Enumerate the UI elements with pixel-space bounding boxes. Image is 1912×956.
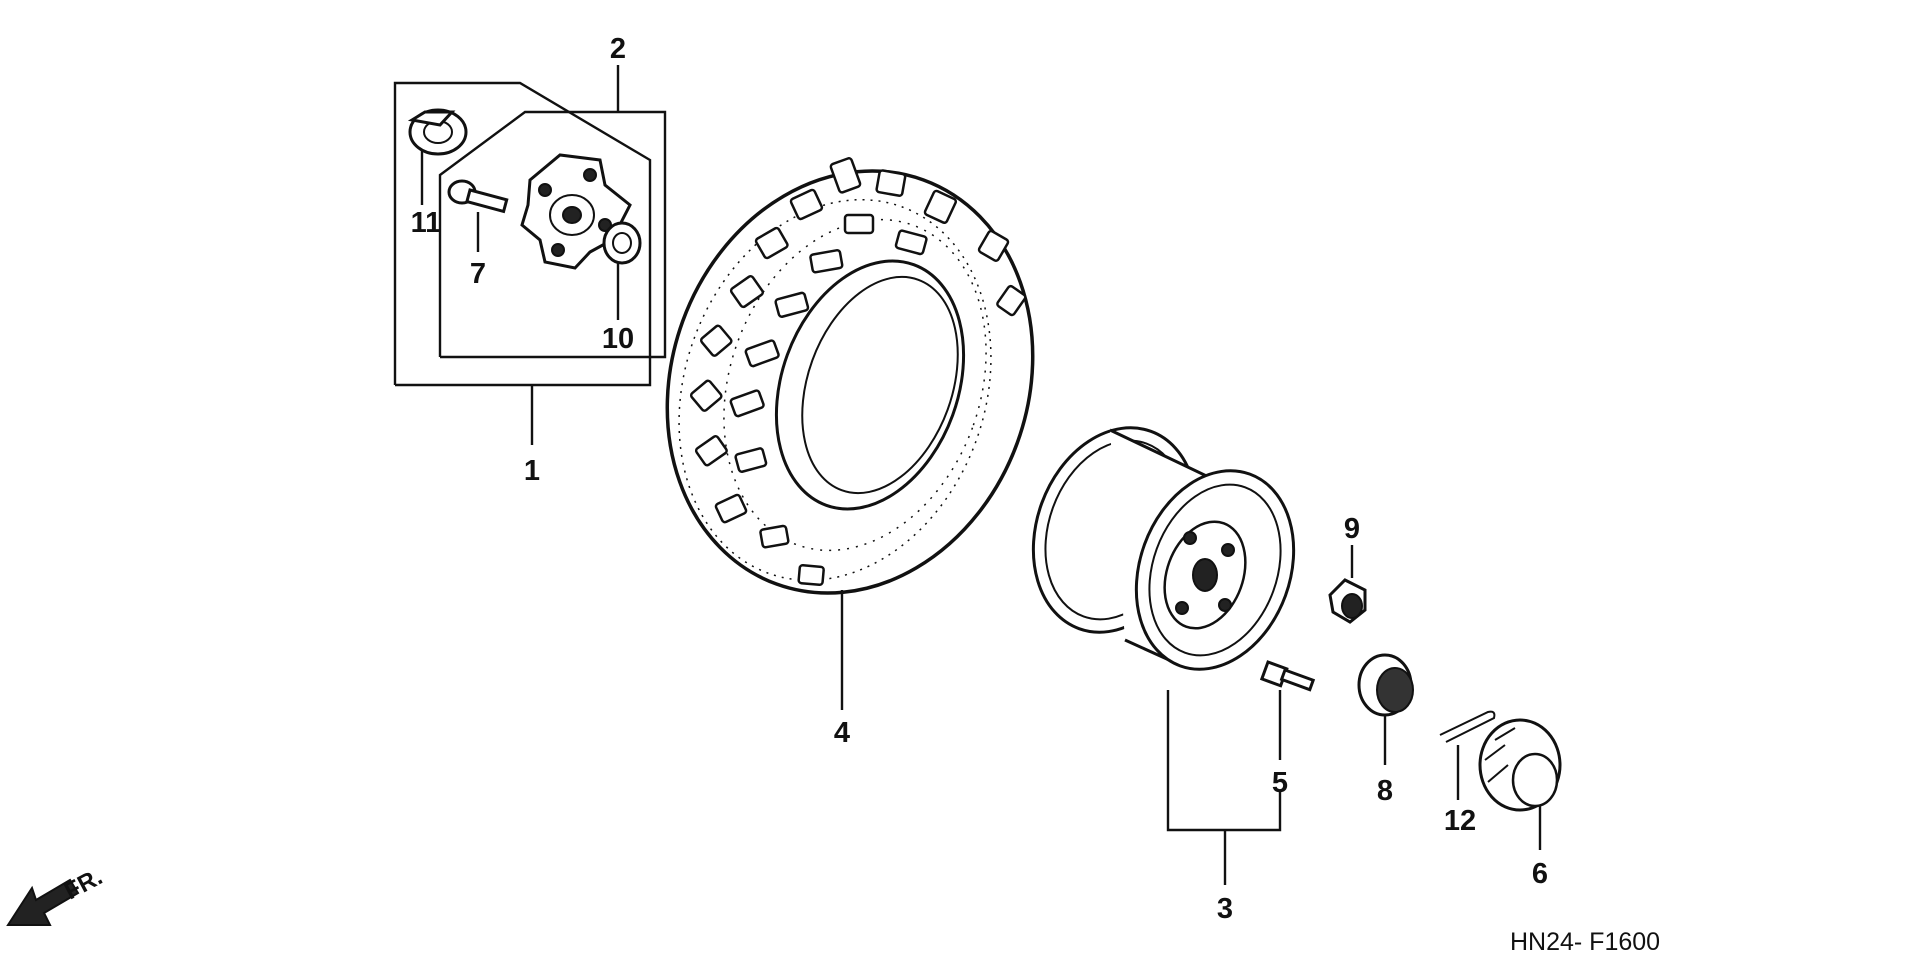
diagram-code: HN24- F1600: [1510, 928, 1660, 956]
label-part-2: 2: [610, 33, 626, 65]
bracket-part-1: [393, 81, 652, 445]
front-direction-arrow: FR.: [6, 863, 107, 926]
label-part-8: 8: [1377, 775, 1393, 807]
cotter-pin-12: [1439, 710, 1496, 800]
lug-nut-9: [1328, 545, 1367, 624]
label-part-10: 10: [602, 323, 634, 355]
hub-cap-6: [1478, 718, 1562, 850]
bracket-part-2: [438, 65, 667, 359]
label-part-3: 3: [1217, 893, 1233, 925]
label-part-9: 9: [1344, 513, 1360, 545]
label-part-6: 6: [1532, 858, 1548, 890]
castle-nut-8: [1357, 653, 1414, 765]
tire-4: [665, 157, 1035, 710]
label-part-5: 5: [1272, 767, 1288, 799]
label-part-11: 11: [411, 207, 442, 239]
label-part-4: 4: [834, 717, 850, 749]
wheel-rim-3: [1031, 426, 1296, 885]
label-part-12: 12: [1444, 805, 1476, 837]
bushing-11: [407, 108, 468, 205]
bolt-7: [447, 179, 509, 252]
bearing-10: [602, 221, 642, 320]
label-part-7: 7: [470, 258, 486, 290]
label-part-1: 1: [524, 455, 540, 487]
valve-stem-5: [1259, 660, 1316, 760]
